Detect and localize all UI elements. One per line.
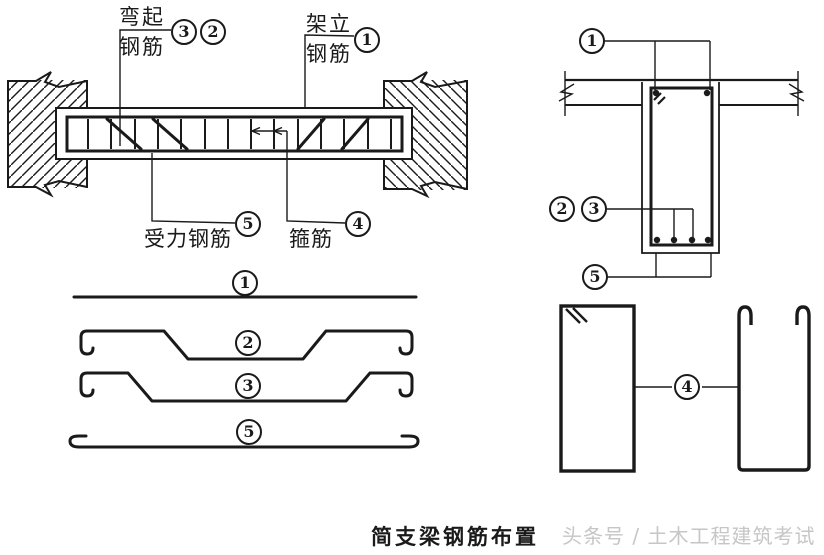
spacing-dimension [251, 126, 287, 136]
watermark-text: 头条号 / 土木工程建筑考试 [562, 524, 816, 548]
main-bar-label: 受力钢筋 [144, 227, 232, 251]
bent-bars-leader [606, 208, 694, 238]
bent-bar-label: 弯起钢筋 [119, 5, 165, 59]
callout-section-top-bars: 1 [579, 28, 605, 54]
cross-section-view [558, 40, 805, 278]
callout-bent-bar-2: 2 [200, 19, 226, 45]
callout-section-bent-3: 3 [581, 196, 607, 222]
hooked-main-bar-shape [68, 434, 420, 449]
callout-shape-2: 2 [235, 330, 261, 356]
bent-bar-ticks [653, 92, 666, 105]
break-mark-left [558, 83, 575, 102]
callout-shape-5: 5 [236, 419, 262, 445]
slab [558, 71, 805, 116]
beam-stem [641, 82, 720, 254]
closed-stirrup-shape [559, 304, 636, 473]
corner-ticks [565, 307, 588, 324]
stirrup-detail-view [559, 304, 811, 473]
bent-bar-diagonals [105, 117, 370, 151]
bent-bar-upper-shape [79, 329, 414, 361]
cross-section-leaders [604, 40, 712, 278]
callout-main-bar: 5 [235, 211, 261, 237]
callout-bent-bar-3: 3 [171, 19, 197, 45]
rebar-dots [652, 89, 712, 244]
callout-section-bent-2: 2 [549, 196, 575, 222]
beam-body [55, 107, 413, 160]
callout-shape-3: 3 [235, 373, 261, 399]
break-mark-right [788, 83, 805, 102]
figure-caption: 简支梁钢筋布置 [371, 525, 539, 549]
erection-bar-label: 架立钢筋 [306, 12, 352, 66]
stirrup-leader [286, 131, 346, 224]
right-wall-support [383, 71, 468, 199]
bar-shapes-view [68, 295, 420, 449]
top-bars-leader [604, 40, 711, 90]
bent-bar-lower-shape [79, 371, 414, 403]
open-stirrup-shape [737, 305, 811, 472]
elevation-leaders [119, 29, 355, 224]
stirrup-label: 箍筋 [289, 227, 333, 251]
callout-erection-bar: 1 [354, 27, 380, 53]
bottom-bars-leader [607, 253, 712, 278]
erection-bar-leader [304, 34, 355, 109]
elevation-view [7, 29, 468, 224]
callout-stirrup: 4 [345, 211, 371, 237]
callout-stirrup-detail: 4 [674, 374, 700, 400]
bent-bar-leader [119, 29, 171, 146]
main-bar-leader [151, 153, 236, 224]
callout-section-bottom-bars: 5 [582, 264, 608, 290]
callout-shape-1: 1 [232, 270, 258, 296]
